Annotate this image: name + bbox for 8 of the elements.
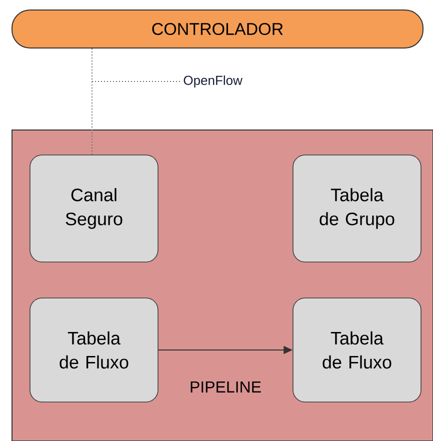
controller-bar: CONTROLADOR xyxy=(12,10,424,48)
table-box: Canal Seguro xyxy=(30,154,158,262)
table-box: Tabela de Grupo xyxy=(292,154,422,262)
edge-label: PIPELINE xyxy=(190,382,261,392)
table-box: Tabela de Fluxo xyxy=(30,298,158,402)
dotted-line xyxy=(92,48,180,156)
table-box: Tabela de Fluxo xyxy=(292,298,422,402)
edge-label: OpenFlow xyxy=(182,74,244,89)
